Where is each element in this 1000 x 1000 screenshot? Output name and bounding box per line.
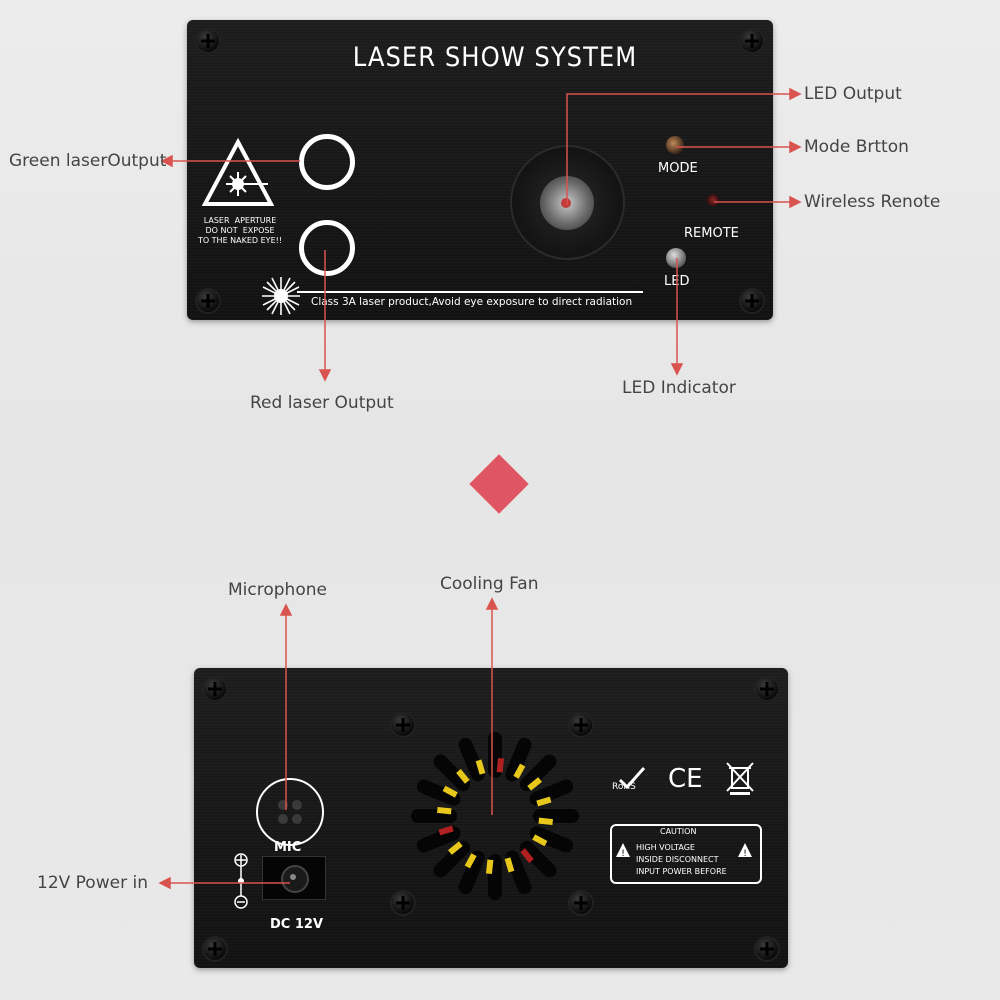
caution-line: INPUT POWER BEFORE	[636, 867, 727, 876]
fan-slot	[433, 840, 471, 878]
fan-blade	[527, 777, 542, 791]
screw-icon	[568, 890, 594, 916]
callout-microphone: Microphone	[228, 580, 327, 600]
callout-led-output: LED Output	[804, 84, 902, 104]
fan-slot	[519, 754, 557, 792]
weee-bin-icon	[726, 762, 754, 795]
mode-button[interactable]	[666, 136, 684, 154]
fan-slot	[416, 779, 461, 806]
panel-title: LASER SHOW SYSTEM	[352, 42, 638, 73]
callout-green-laser: Green laserOutput	[9, 151, 167, 171]
caution-title: CAUTION	[660, 827, 697, 836]
svg-text:!: !	[621, 849, 625, 858]
fan-slot	[505, 850, 532, 895]
screw-icon	[568, 712, 594, 738]
divider-line	[297, 291, 643, 293]
fan-blade	[532, 834, 548, 847]
fan-slot	[416, 826, 461, 853]
laser-warning-icon	[202, 138, 274, 206]
screw-icon	[739, 288, 765, 314]
screw-icon	[739, 28, 765, 54]
fan-slot	[433, 754, 471, 792]
screw-icon	[754, 676, 780, 702]
mic-label: MIC	[274, 840, 302, 855]
fan-blade	[464, 853, 477, 869]
screw-icon	[754, 936, 780, 962]
laser-burst-icon	[262, 277, 300, 315]
fan-blade	[456, 769, 470, 784]
fan-blade	[475, 759, 486, 775]
fan-blade	[496, 758, 505, 773]
fan-blade	[438, 825, 454, 836]
screw-icon	[202, 936, 228, 962]
dc-jack-pin	[290, 874, 296, 880]
rohs-check-icon	[618, 766, 646, 790]
fan-slot	[458, 737, 485, 782]
callout-power-in: 12V Power in	[37, 873, 148, 893]
callout-led-indicator: LED Indicator	[622, 378, 736, 398]
class-notice: Class 3A laser product,Avoid eye exposur…	[311, 296, 633, 308]
fan-blade	[538, 817, 553, 826]
callout-cooling-fan: Cooling Fan	[440, 574, 539, 594]
callout-mode-button: Mode Brtton	[804, 137, 909, 157]
fan-slot	[505, 737, 532, 782]
laser-aperture-warning: LASER APERTURE DO NOT EXPOSE TO THE NAKE…	[197, 216, 283, 245]
fan-blade	[442, 785, 458, 798]
fan-blade	[520, 848, 534, 863]
remote-label: REMOTE	[684, 226, 739, 241]
green-laser-aperture	[299, 134, 355, 190]
caution-line: HIGH VOLTAGE	[636, 843, 695, 852]
remote-sensor	[707, 194, 719, 206]
screw-icon	[390, 890, 416, 916]
microphone-port	[256, 778, 324, 846]
dc-label: DC 12V	[270, 917, 324, 932]
fan-slot	[529, 826, 574, 853]
rohs-label: RoHS	[612, 782, 636, 792]
svg-text:!: !	[743, 849, 747, 858]
screw-icon	[195, 28, 221, 54]
screw-icon	[390, 712, 416, 738]
red-laser-aperture	[299, 220, 355, 276]
fan-blade	[513, 763, 526, 779]
led-indicator	[666, 248, 686, 268]
bottom-panel: MIC DC 12V RoHS CE ! ! CAUTION HIGH VO	[194, 668, 788, 968]
fan-blade	[485, 859, 494, 874]
top-panel: LASER SHOW SYSTEM LASER APERTURE DO NOT …	[187, 20, 773, 320]
mode-label: MODE	[658, 161, 698, 176]
fan-blade	[504, 857, 515, 873]
led-output-core	[561, 198, 571, 208]
warning-icon: !	[738, 843, 752, 858]
screw-icon	[195, 288, 221, 314]
ce-mark: CE	[668, 764, 703, 794]
fan-blade	[536, 796, 552, 807]
caution-line: INSIDE DISCONNECT	[636, 855, 719, 864]
caution-box	[610, 824, 762, 884]
fan-slot	[458, 850, 485, 895]
callout-red-laser: Red laser Output	[250, 393, 394, 413]
fan-slot	[529, 779, 574, 806]
callout-wireless-remote: Wireless Renote	[804, 192, 941, 212]
fan-blade	[448, 841, 463, 855]
fan-blade	[437, 806, 452, 815]
screw-icon	[202, 676, 228, 702]
fan-slot	[519, 840, 557, 878]
warning-icon: !	[616, 843, 630, 858]
